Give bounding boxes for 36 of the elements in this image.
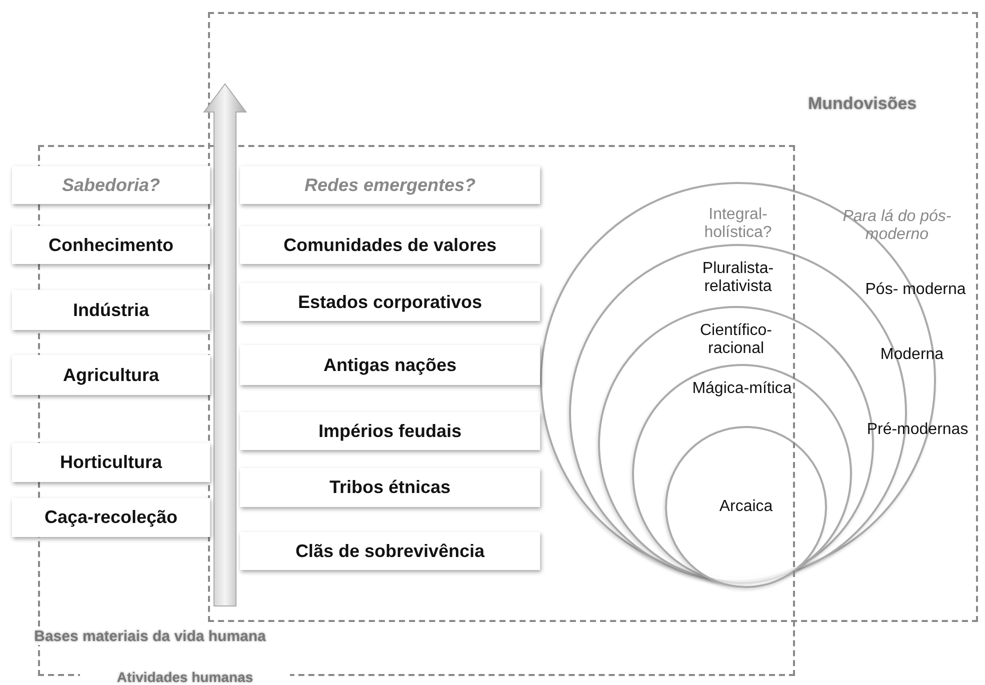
stage-label: Agricultura: [62, 364, 159, 386]
stage-box: [240, 283, 540, 321]
stage-box: [12, 498, 210, 537]
stage-label: Tribos étnicas: [329, 477, 451, 498]
beside-label: Moderna: [879, 346, 945, 364]
stage-box: [240, 468, 540, 507]
stage-label: Impérios feudais: [318, 420, 462, 442]
stage-box: [12, 443, 210, 482]
stage-label: Clãs de sobrevivência: [295, 540, 485, 562]
stage-box: [240, 412, 540, 450]
stage-box: [12, 226, 210, 264]
circle-label: Arcaica: [718, 498, 774, 516]
circle-label: Integral-holística?: [703, 206, 773, 243]
circle-label: Mágica-mítica: [692, 380, 792, 398]
stage-box: [12, 166, 210, 204]
beside-label: Pós- moderna: [864, 281, 967, 300]
stage-box: [240, 345, 540, 385]
stage-box: [240, 532, 540, 570]
region-title: Atividades humanas: [80, 669, 290, 685]
stage-label: Sabedoria?: [62, 174, 160, 196]
stage-label: Indústria: [72, 300, 149, 320]
stage-label: Conhecimento: [48, 234, 174, 256]
stage-box: [240, 226, 540, 264]
circle-label: Científico-racional: [698, 322, 774, 359]
stage-label: Comunidades de valores: [283, 234, 497, 256]
stage-box: [12, 355, 210, 395]
beside-label: Pré-modernas: [866, 421, 970, 440]
stage-label: Antigas nações: [323, 354, 457, 376]
stage-box: [240, 166, 540, 204]
circle-label: Pluralista-relativista: [701, 260, 775, 297]
stage-label: Estados corporativos: [298, 292, 482, 312]
stage-label: Caça-recoleção: [44, 507, 178, 528]
region-title: Mundovisões: [808, 94, 917, 114]
stage-box: [12, 290, 210, 330]
stage-label: Redes emergentes?: [304, 174, 476, 196]
stage-label: Horticultura: [60, 452, 162, 473]
